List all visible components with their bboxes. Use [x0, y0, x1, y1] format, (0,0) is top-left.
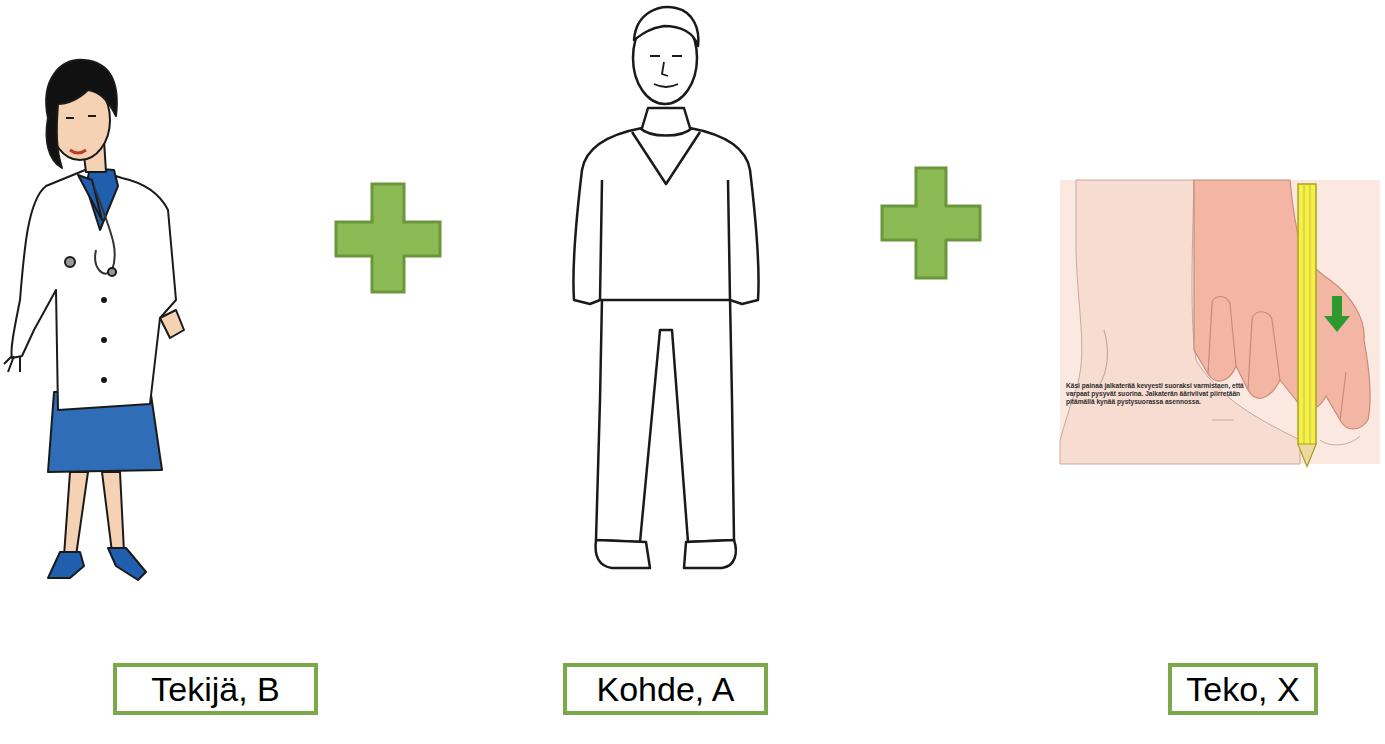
plus-symbol: [882, 168, 980, 278]
man-figure: [573, 7, 758, 568]
box-label: Tekijä, B: [151, 670, 280, 709]
doctor-figure: [4, 60, 184, 580]
label-box: Tekijä, B: [113, 663, 318, 715]
label-box: Teko, X: [1168, 663, 1318, 715]
box-label: Teko, X: [1186, 670, 1299, 709]
box-label: Kohde, A: [596, 670, 734, 709]
plus-symbol: [336, 184, 440, 292]
illustration-note: Käsi painaa jalkaterää kevyesti suoraksi…: [1066, 382, 1246, 406]
foot-drawing-illustration: [1060, 180, 1380, 466]
label-box: Kohde, A: [563, 663, 768, 715]
